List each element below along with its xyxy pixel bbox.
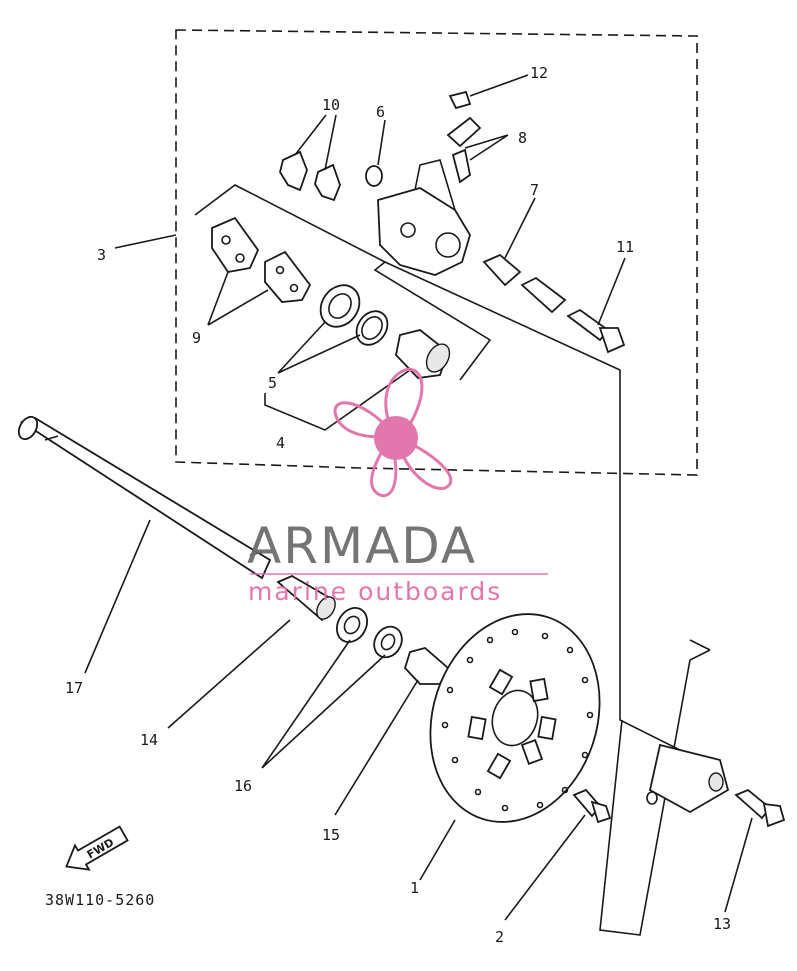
label-2: 2 xyxy=(495,928,504,946)
brake-disc xyxy=(429,613,601,823)
cap-12 xyxy=(448,90,472,110)
bolt-13 xyxy=(734,788,786,828)
bolt-11 xyxy=(566,308,626,354)
label-17: 17 xyxy=(65,679,83,697)
axle-shaft xyxy=(17,415,272,580)
label-11: 11 xyxy=(616,238,634,256)
brake-pad-1 xyxy=(211,216,260,273)
brake-pad-2 xyxy=(264,250,312,303)
label-16: 16 xyxy=(234,777,252,795)
piston-seal-inner xyxy=(355,310,389,346)
bleed-screw xyxy=(446,116,482,184)
label-5: 5 xyxy=(268,374,277,392)
watermark-title: ARMADA xyxy=(247,517,477,575)
bearing-16a xyxy=(336,607,368,643)
bearing-16b xyxy=(373,625,403,659)
fork-leg xyxy=(599,639,730,936)
label-9: 9 xyxy=(192,329,201,347)
drawing-code: 38W110-5260 xyxy=(45,891,155,909)
disc-bolt xyxy=(572,788,612,824)
piston-seal-outer xyxy=(319,284,361,328)
caliper-piston xyxy=(395,329,451,379)
watermark-subtitle: marine outboards xyxy=(248,577,502,606)
caliper-ref-line xyxy=(384,261,701,761)
part-labels: 1 2 3 4 5 6 7 8 9 10 11 12 13 14 15 16 1… xyxy=(65,64,731,946)
leader-lines xyxy=(84,74,753,921)
label-13: 13 xyxy=(713,915,731,933)
label-1: 1 xyxy=(410,879,419,897)
label-7: 7 xyxy=(530,181,539,199)
pad-clip-1 xyxy=(279,150,308,192)
propeller-icon xyxy=(333,368,453,498)
collar-14 xyxy=(276,574,336,622)
caliper-body xyxy=(377,159,471,276)
pad-assembly-bracket xyxy=(194,184,492,381)
watermark-logo: ARMADA marine outboards xyxy=(247,368,548,606)
label-6: 6 xyxy=(376,103,385,121)
label-8: 8 xyxy=(518,129,527,147)
fwd-arrow: FWD xyxy=(65,825,129,871)
pad-clip-2 xyxy=(314,163,341,202)
label-12: 12 xyxy=(530,64,548,82)
caliper-assembly-box xyxy=(175,29,698,476)
label-14: 14 xyxy=(140,731,158,749)
label-4: 4 xyxy=(276,434,285,452)
label-3: 3 xyxy=(97,246,106,264)
label-10: 10 xyxy=(322,96,340,114)
bleed-cap xyxy=(365,165,383,187)
caliper-pin xyxy=(482,253,567,314)
label-15: 15 xyxy=(322,826,340,844)
